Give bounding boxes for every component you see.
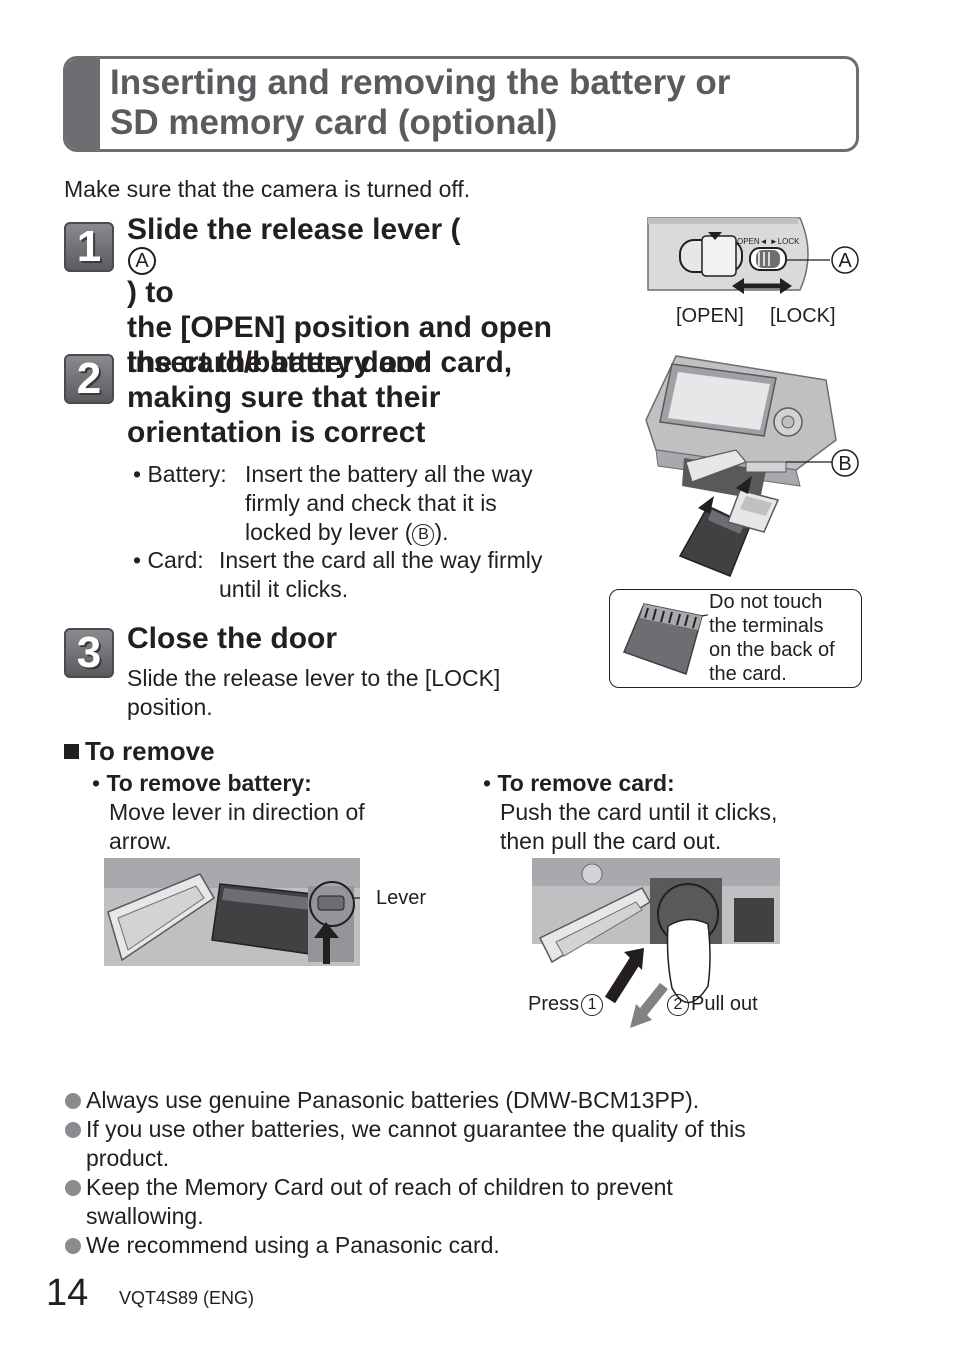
document-code: VQT4S89 (ENG) <box>119 1288 255 1308</box>
step-3-badge: 3 <box>64 628 114 678</box>
section-title-box: Inserting and removing the battery or SD… <box>63 56 859 152</box>
list-item: If you use other batteries, we cannot gu… <box>64 1115 894 1173</box>
marker-a-label: A <box>838 250 852 272</box>
step-2-heading: Insert the battery and card, making sure… <box>127 345 512 450</box>
card-terminal-note: Do not touch the terminals on the back o… <box>609 589 862 688</box>
note-text: Do not touch the terminals on the back o… <box>709 591 835 685</box>
list-item: Always use genuine Panasonic batteries (… <box>64 1086 894 1115</box>
bullet-dot-icon <box>65 1180 81 1196</box>
intro-text: Make sure that the camera is turned off. <box>64 176 471 202</box>
step-3-instruction: Slide the release lever to the [LOCK] po… <box>127 665 501 720</box>
remove-battery-block: • To remove battery: Move lever in direc… <box>92 770 365 854</box>
release-lever-illustration: OPEN◄ ►LOCK A <box>647 217 859 294</box>
step-1-line-1: Slide the release lever (A) to <box>127 213 461 309</box>
marker-a-badge: A <box>128 247 156 275</box>
list-item: We recommend using a Panasonic card. <box>64 1231 894 1260</box>
page-title: Inserting and removing the battery or SD… <box>110 63 730 143</box>
notes-list: Always use genuine Panasonic batteries (… <box>64 1086 894 1260</box>
step-1-heading: Slide the release lever (A) to the [OPEN… <box>127 212 552 380</box>
lever-label: Lever <box>376 887 427 909</box>
step-2-badge: 2 <box>64 354 114 404</box>
remove-card-block: • To remove card: Push the card until it… <box>483 770 778 854</box>
card-instruction: Insert the card all the way firmly until… <box>219 547 543 602</box>
step-2-circled-number: 2 <box>667 994 689 1016</box>
title-line-2: SD memory card (optional) <box>110 103 558 142</box>
step-1-badge: 1 <box>64 222 114 272</box>
card-label: • Card: <box>133 547 204 573</box>
step-3-heading: Close the door <box>127 622 338 655</box>
list-item: Keep the Memory Card out of reach of chi… <box>64 1173 894 1231</box>
title-accent-band <box>66 59 100 149</box>
sd-card-terminals-icon <box>623 603 708 675</box>
battery-instruction: Insert the battery all the way firmly an… <box>245 461 533 546</box>
to-remove-heading: To remove <box>64 736 215 767</box>
step-2-line-1: Insert the battery and card, <box>127 346 513 379</box>
lock-label: [LOCK] <box>770 305 836 327</box>
square-bullet-icon <box>64 744 79 759</box>
bullet-dot-icon <box>65 1122 81 1138</box>
card-removal-illustration <box>532 858 780 1028</box>
bullet-dot-icon <box>65 1093 81 1109</box>
page-number: 14 <box>46 1272 89 1314</box>
marker-b-label: B <box>838 453 851 475</box>
step-2-line-3: orientation is correct <box>127 416 426 449</box>
battery-removal-illustration <box>104 858 360 966</box>
step-2-line-2: making sure that their <box>127 381 441 414</box>
step-1-circled-number: 1 <box>581 994 604 1016</box>
step-1-line-2: the [OPEN] position and open <box>127 311 552 344</box>
bullet-dot-icon <box>65 1238 81 1254</box>
step-1-line-3: the card/battery door <box>127 346 428 379</box>
title-line-1: Inserting and removing the battery or <box>110 63 731 102</box>
marker-b-badge: B <box>412 524 435 546</box>
open-label: [OPEN] <box>676 305 744 327</box>
battery-label: • Battery: <box>133 461 227 487</box>
lever-print: OPEN◄ ►LOCK <box>737 237 800 246</box>
camera-insert-illustration: B <box>645 355 859 577</box>
